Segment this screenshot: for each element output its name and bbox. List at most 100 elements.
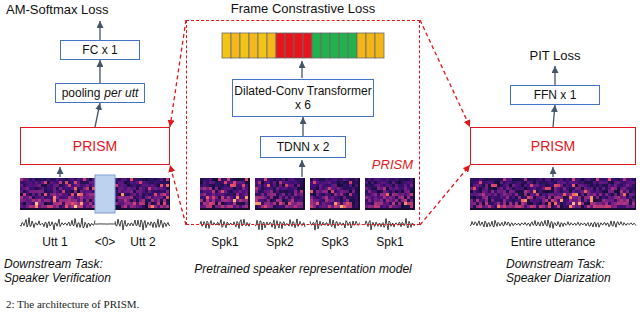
spectrogram-cell (221, 196, 224, 199)
spectrogram-cell (316, 196, 319, 199)
spectrogram-cell (118, 190, 121, 193)
spectrogram-cell (611, 190, 614, 193)
spectrogram-cell (383, 205, 386, 208)
spectrogram-cell (398, 181, 401, 184)
spectrogram-cell (139, 187, 142, 190)
spectrogram-cell (322, 193, 325, 196)
spectrogram-cell (518, 184, 521, 187)
spectrogram-cell (352, 190, 355, 193)
spectrogram-cell (160, 187, 163, 190)
spectrogram-cell (151, 199, 154, 202)
spectrogram-cell (584, 187, 587, 190)
spectrogram-cell (539, 193, 542, 196)
spectrogram-cell (127, 187, 130, 190)
spectrogram-cell (355, 187, 358, 190)
spectrogram-cell (285, 187, 288, 190)
spectrogram-cell (371, 202, 374, 205)
spectrogram-cell (328, 190, 331, 193)
spectrogram-cell (539, 184, 542, 187)
spectrogram-cell (331, 196, 334, 199)
spectrogram-cell (224, 190, 227, 193)
spectrogram-cell (230, 202, 233, 205)
spectrogram-cell (291, 184, 294, 187)
spectrogram-cell (200, 181, 203, 184)
spectrogram-cell (527, 196, 530, 199)
spectrogram-cell (89, 184, 92, 187)
spectrogram-cell (166, 190, 169, 193)
spectrogram-cell (227, 202, 230, 205)
spectrogram-cell (404, 202, 407, 205)
spectrogram-cell (503, 187, 506, 190)
spectrogram-cell (521, 187, 524, 190)
spectrogram-cell (392, 193, 395, 196)
spectrogram-cell (71, 187, 74, 190)
frame-label-cell (231, 33, 240, 58)
spectrogram-cell (56, 181, 59, 184)
spectrogram-cell (294, 199, 297, 202)
spectrogram-cell (145, 202, 148, 205)
spectrogram-cell (587, 196, 590, 199)
spectrogram-cell (38, 205, 41, 208)
spectrogram-cell (23, 202, 26, 205)
spectrogram-cell (227, 190, 230, 193)
spectrogram-cell (473, 196, 476, 199)
spectrogram-cell (605, 202, 608, 205)
spectrogram-cell (331, 184, 334, 187)
spectrogram-cell (294, 181, 297, 184)
spectrogram-cell (494, 196, 497, 199)
spectrogram-cell (512, 196, 515, 199)
spectrogram-cell (368, 190, 371, 193)
spectrogram-cell (527, 205, 530, 208)
spectrogram-cell (264, 202, 267, 205)
spectrogram-cell (578, 190, 581, 193)
spectrogram-cell (614, 178, 617, 181)
spectrogram-cell (497, 190, 500, 193)
spectrogram-cell (154, 199, 157, 202)
spectrogram-cell (145, 178, 148, 181)
spectrogram-cell (566, 181, 569, 184)
spectrogram-cell (485, 181, 488, 184)
spectrogram-cell (491, 178, 494, 181)
spectrogram-cell (392, 202, 395, 205)
spectrogram-cell (482, 184, 485, 187)
spectrogram-cell (124, 181, 127, 184)
spectrogram-cell (349, 184, 352, 187)
spectrogram-cell (285, 205, 288, 208)
spectrogram-cell (23, 187, 26, 190)
spectrogram-cell (476, 187, 479, 190)
spectrogram-cell (578, 184, 581, 187)
spectrogram-cell (578, 199, 581, 202)
spectrogram-cell (587, 205, 590, 208)
spectrogram-cell (623, 181, 626, 184)
spectrogram-cell (521, 193, 524, 196)
spectrogram-cell (41, 190, 44, 193)
spectrogram-cell (53, 184, 56, 187)
spectrogram-cell (404, 184, 407, 187)
spectrogram-cell (352, 205, 355, 208)
spectrogram-cell (41, 199, 44, 202)
spectrogram-cell (233, 193, 236, 196)
spectrogram-cell (142, 193, 145, 196)
spectrogram-cell (245, 190, 248, 193)
spectrogram-cell (59, 184, 62, 187)
spectrogram-cell (566, 178, 569, 181)
spectrogram-cell (518, 196, 521, 199)
spectrogram-cell (365, 196, 368, 199)
spectrogram-cell (322, 187, 325, 190)
spectrogram-cell (497, 187, 500, 190)
spectrogram-cell (515, 190, 518, 193)
spectrogram-cell (533, 193, 536, 196)
spectrogram-cell (578, 202, 581, 205)
spectrogram-cell (343, 190, 346, 193)
spectrogram-cell (527, 181, 530, 184)
spectrogram-cell (337, 184, 340, 187)
spectrogram-cell (157, 202, 160, 205)
spectrogram-cell (242, 184, 245, 187)
spectrogram-cell (38, 184, 41, 187)
spectrogram-cell (200, 190, 203, 193)
spectrogram-cell (386, 181, 389, 184)
spectrogram-cell (587, 202, 590, 205)
spectrogram-cell (548, 178, 551, 181)
box-label: PRISM (73, 138, 117, 154)
spectrogram-cell (44, 202, 47, 205)
